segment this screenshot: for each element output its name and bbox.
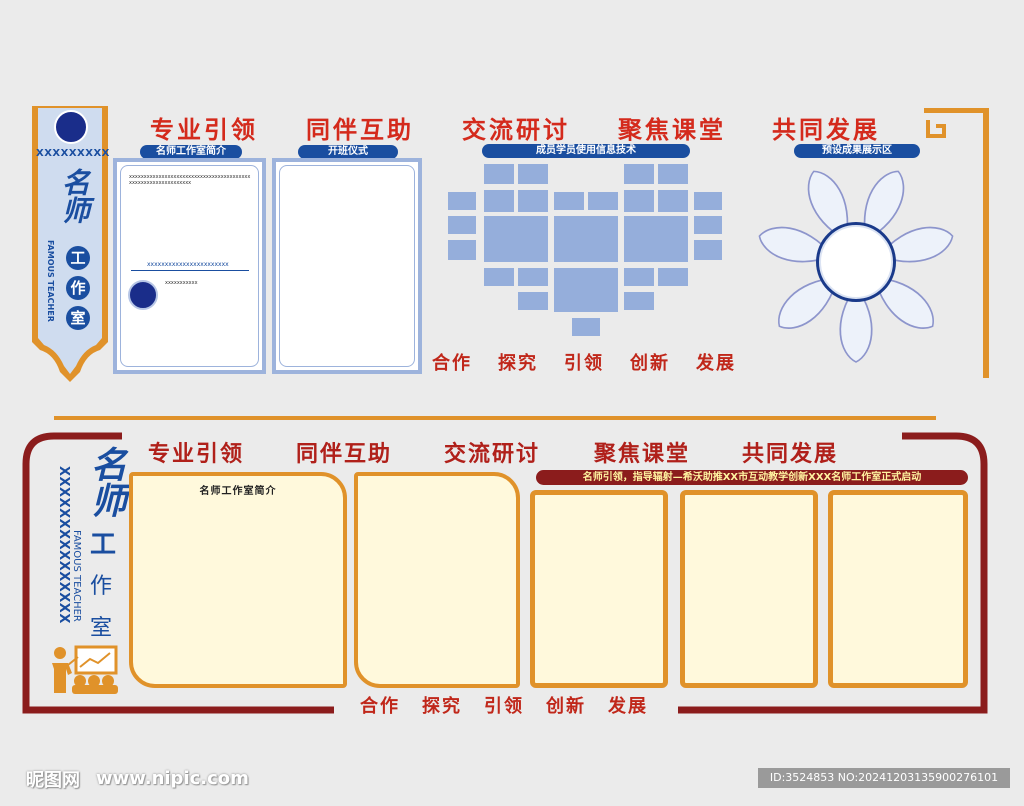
intro-avatar bbox=[128, 280, 158, 310]
flower-display bbox=[758, 170, 954, 363]
ribbon-badge-3: 室 bbox=[66, 306, 90, 330]
top-motto-2: 探究 bbox=[498, 353, 538, 374]
top-panel2 bbox=[272, 158, 422, 374]
top-right-bracket bbox=[924, 108, 989, 378]
intro-line: xxxxxxxxxxxxxxxxxxxxxxx bbox=[147, 261, 229, 268]
top-motto-1: 合作 bbox=[432, 353, 472, 374]
top-panel4-title: 预设成果展示区 bbox=[794, 144, 920, 158]
bottom-slogan-4: 聚焦课堂 bbox=[594, 441, 691, 467]
top-slogan-4: 聚焦课堂 bbox=[618, 115, 726, 144]
intro-small: xxxxxxxxxxx bbox=[165, 280, 198, 286]
section-divider bbox=[54, 416, 936, 420]
intro-text-a: xxxxxxxxxxxxxxxxxxxxxxxxxxxxxxxxxxxxxxxx… bbox=[129, 174, 251, 180]
bottom-code: XXXXXXXXXXXXXXX bbox=[56, 466, 71, 624]
bottom-motto-3: 引领 bbox=[484, 696, 524, 717]
top-panel1-inner: xxxxxxxxxxxxxxxxxxxxxxxxxxxxxxxxxxxxxxxx… bbox=[120, 165, 259, 367]
bottom-work-2: 作 bbox=[90, 574, 113, 599]
bottom-title-big: 名师 bbox=[85, 446, 127, 518]
bottom-motto-4: 创新 bbox=[546, 696, 586, 717]
bottom-slogan-3: 交流研讨 bbox=[444, 441, 541, 467]
teacher-presenting-icon bbox=[52, 645, 118, 694]
top-panel1: xxxxxxxxxxxxxxxxxxxxxxxxxxxxxxxxxxxxxxxx… bbox=[113, 158, 266, 374]
watermark-logo: 昵图网 bbox=[26, 770, 80, 791]
bottom-banner: 名师引领，指导辐射—希沃助推XX市互动教学创新XXX名师工作室正式启动 bbox=[536, 470, 968, 485]
bottom-slogan-5: 共同发展 bbox=[742, 441, 839, 467]
ribbon-shape bbox=[32, 106, 108, 382]
bottom-panel5 bbox=[828, 490, 968, 688]
watermark-id: ID:3524853 NO:20241203135900276101 bbox=[758, 768, 1010, 788]
intro-divider bbox=[131, 270, 249, 271]
top-motto-4: 创新 bbox=[630, 353, 670, 374]
top-slogan-3: 交流研讨 bbox=[462, 115, 570, 144]
heart-mosaic bbox=[446, 164, 726, 340]
top-panel3-title: 成员学员使用信息技术 bbox=[482, 144, 690, 158]
ribbon-code: XXXXXXXXX bbox=[36, 148, 110, 159]
watermark-url: www.nipic.com bbox=[96, 768, 249, 789]
ribbon-banner: XXXXXXXXX 名师 FAMOUS TEACHER 工 作 室 bbox=[28, 104, 112, 388]
bottom-work-1: 工 bbox=[90, 530, 117, 560]
top-slogan-5: 共同发展 bbox=[772, 115, 880, 144]
top-panel2-inner bbox=[279, 165, 415, 367]
bottom-slogan-2: 同伴互助 bbox=[296, 441, 393, 467]
top-panel1-title: 名师工作室简介 bbox=[140, 145, 242, 159]
intro-text-b: xxxxxxxxxxxxxxxxxxxxx bbox=[129, 180, 192, 186]
ribbon-circle bbox=[54, 110, 88, 144]
bottom-panel2 bbox=[354, 472, 520, 688]
bottom-panel3 bbox=[530, 490, 668, 688]
top-slogan-1: 专业引领 bbox=[150, 115, 258, 144]
bottom-motto-2: 探究 bbox=[422, 696, 462, 717]
ribbon-title: 名师 bbox=[58, 168, 91, 224]
bottom-motto-1: 合作 bbox=[360, 696, 400, 717]
bottom-frame bbox=[22, 432, 988, 714]
top-panel2-title: 开班仪式 bbox=[298, 145, 398, 159]
ribbon-english: FAMOUS TEACHER bbox=[46, 240, 55, 322]
top-motto-5: 发展 bbox=[696, 353, 736, 374]
top-slogan-2: 同伴互助 bbox=[306, 115, 414, 144]
bottom-work-3: 室 bbox=[90, 616, 113, 641]
bottom-panel1-title: 名师工作室简介 bbox=[199, 486, 277, 497]
bottom-motto-5: 发展 bbox=[608, 696, 648, 717]
ribbon-badge-2: 作 bbox=[66, 276, 90, 300]
bottom-english: FAMOUS TEACHER bbox=[71, 530, 82, 622]
bottom-slogan-1: 专业引领 bbox=[148, 441, 245, 467]
bottom-panel4 bbox=[680, 490, 818, 688]
bottom-panel1: 名师工作室简介 bbox=[129, 472, 347, 688]
top-motto-3: 引领 bbox=[564, 353, 604, 374]
ribbon-badge-1: 工 bbox=[66, 246, 90, 270]
